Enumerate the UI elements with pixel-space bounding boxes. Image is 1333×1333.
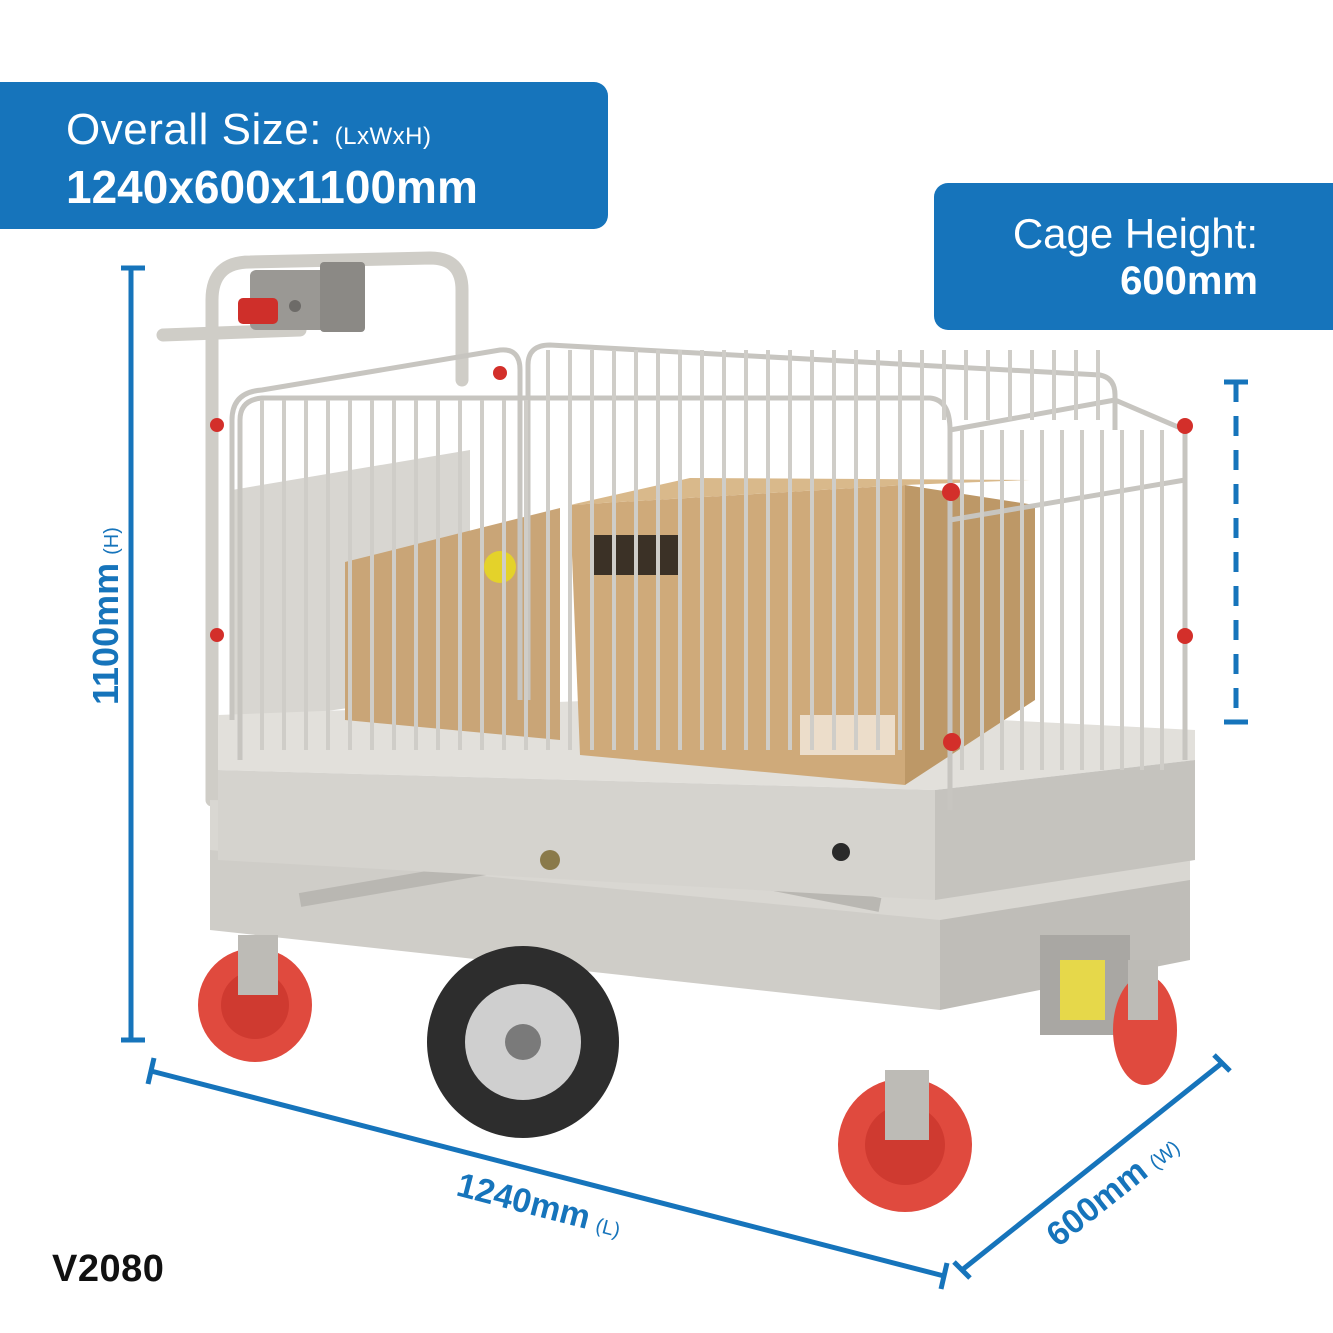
- height-dimension-label: 1100mm(H): [85, 527, 126, 705]
- rear-right-caster: [1113, 960, 1177, 1085]
- length-dimension-label: 1240mm(L): [453, 1166, 626, 1245]
- front-left-caster: [198, 935, 312, 1062]
- cage-height-dimension-line: [1224, 379, 1248, 725]
- cage-clips: [210, 366, 1193, 751]
- overall-size-panel: Overall Size: (LxWxH) 1240x600x1100mm: [0, 82, 608, 229]
- cage-height-label: Cage Height:: [1012, 210, 1258, 257]
- electric-scissor-lift-trolley: [156, 251, 1195, 1212]
- length-dimension-line: [145, 1057, 950, 1290]
- drive-wheel: [427, 946, 619, 1138]
- width-dimension-line: [952, 1053, 1232, 1280]
- overall-size-label: Overall Size:: [66, 105, 322, 154]
- control-box: [238, 262, 365, 332]
- handle-frame: [156, 251, 469, 807]
- cage-height-panel: Cage Height: 600mm: [934, 183, 1333, 330]
- overall-size-value: 1240x600x1100mm: [66, 161, 478, 213]
- cage-mesh: [229, 342, 1188, 810]
- cage-height-value: 600mm: [1120, 259, 1258, 303]
- overall-size-heading: Overall Size: (LxWxH): [66, 106, 608, 161]
- cage-bars: [260, 350, 1164, 770]
- height-dimension-line: [121, 265, 145, 1043]
- front-right-caster: [838, 1070, 972, 1212]
- overall-size-unit: (LxWxH): [334, 123, 432, 150]
- product-code: V2080: [52, 1248, 165, 1290]
